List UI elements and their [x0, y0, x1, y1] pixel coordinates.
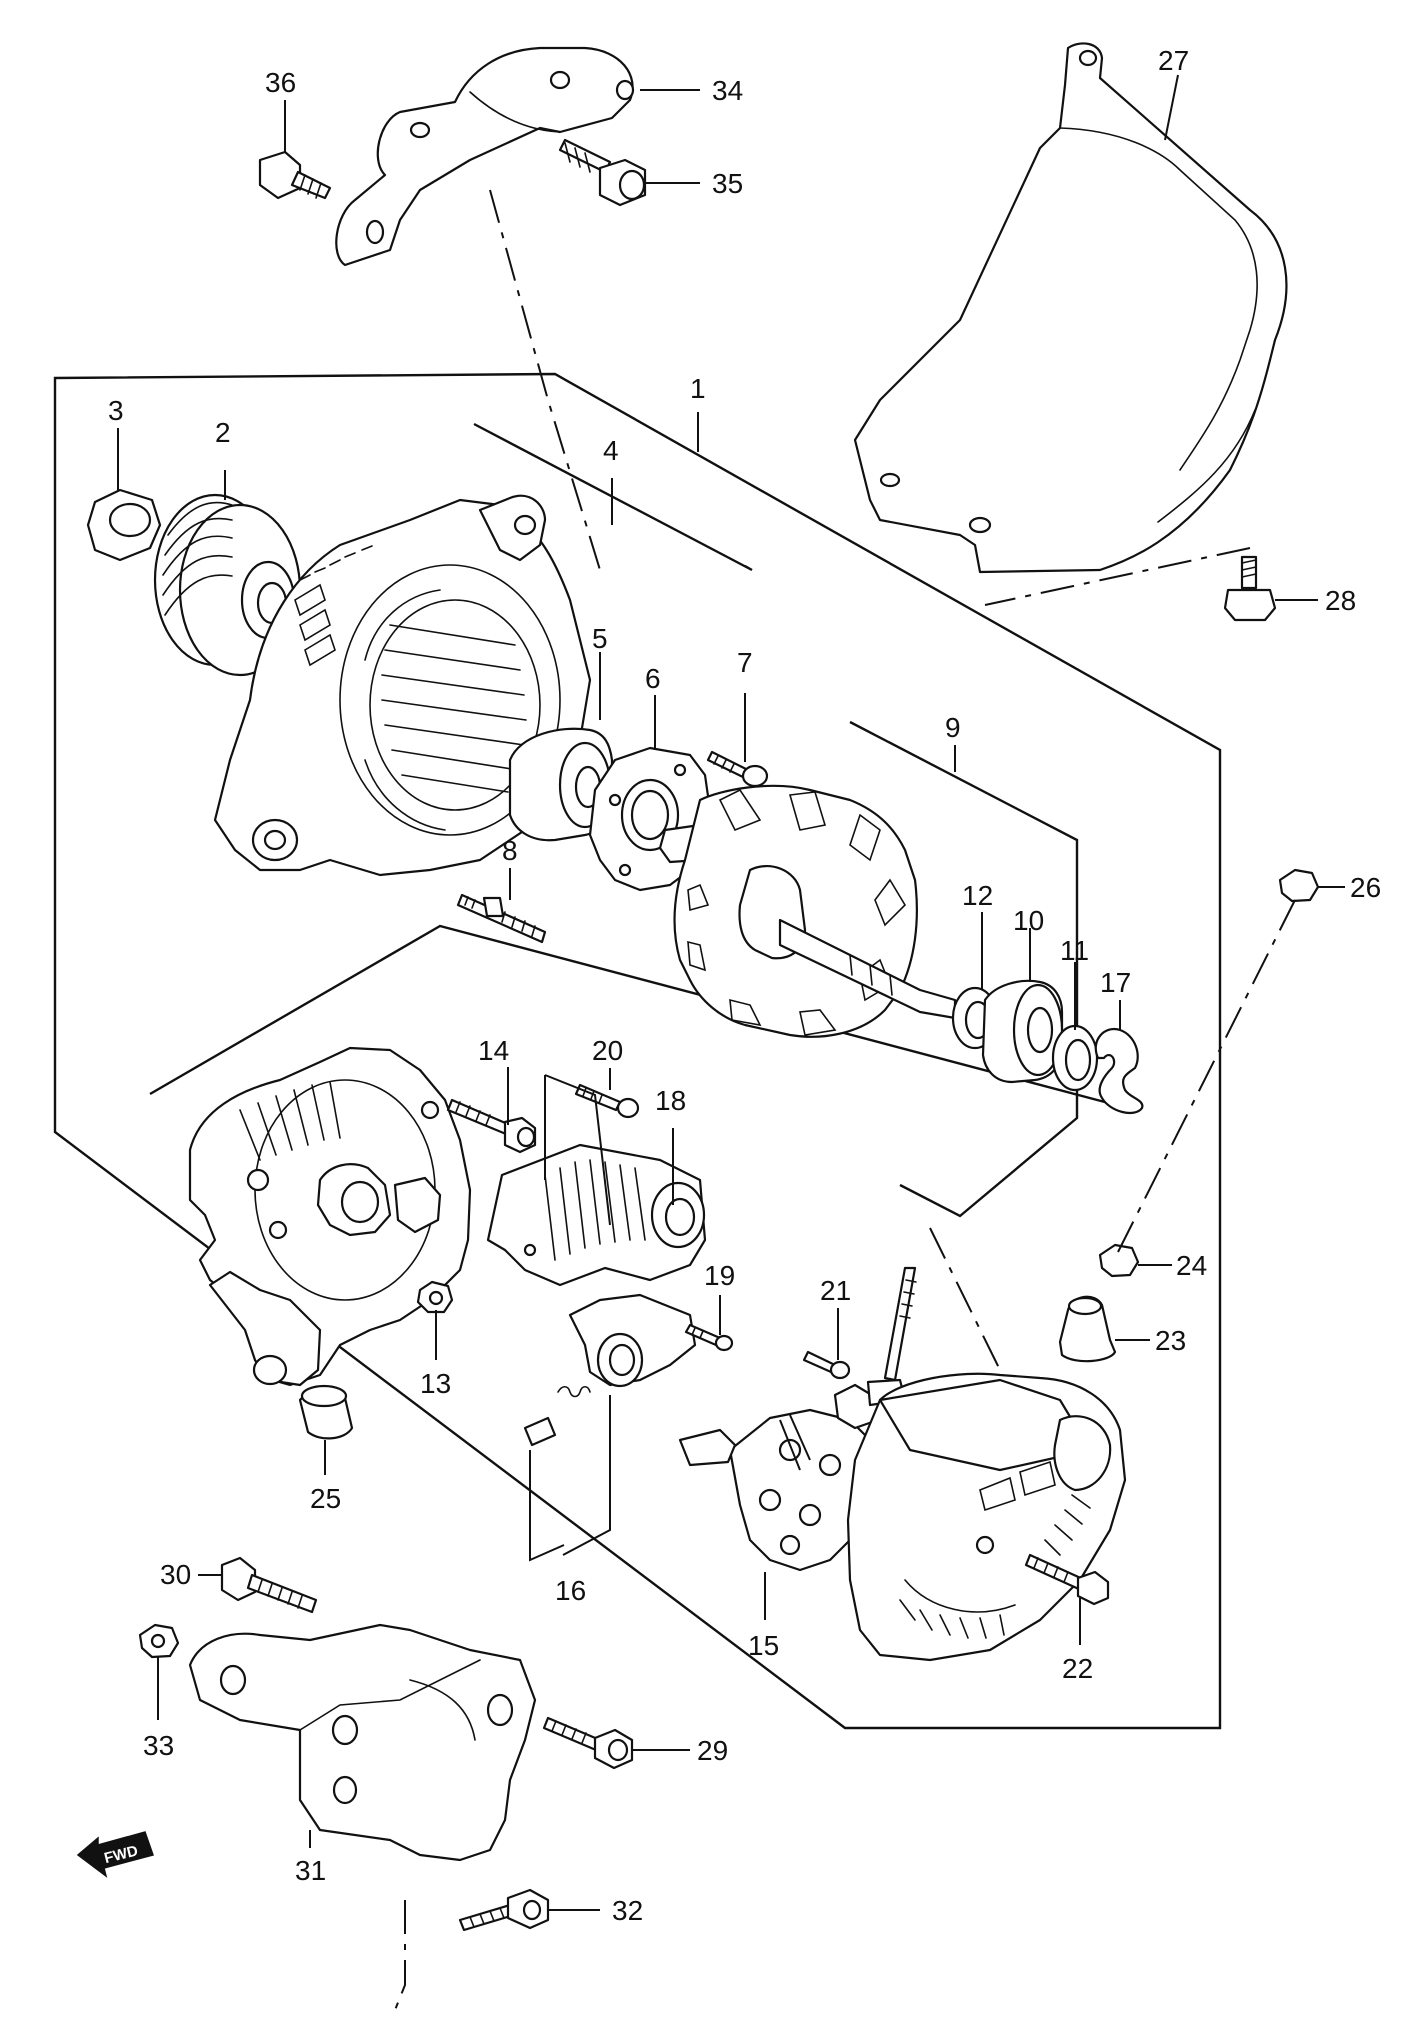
alignment-line — [489, 189, 601, 571]
callout-35: 35 — [712, 168, 743, 199]
rotor-group-frame — [473, 422, 1079, 1218]
nut-33 — [138, 1623, 180, 1659]
callout-18: 18 — [655, 1085, 686, 1116]
callout-19: 19 — [704, 1260, 735, 1291]
callout-10: 10 — [1013, 905, 1044, 936]
nut-13 — [416, 1280, 454, 1314]
callout-23: 23 — [1155, 1325, 1186, 1356]
callout-22: 22 — [1062, 1653, 1093, 1684]
callout-31: 31 — [295, 1855, 326, 1886]
bolt-14 — [446, 1098, 537, 1154]
upper-bracket — [335, 46, 635, 267]
rear-end-frame — [188, 1046, 472, 1387]
callout-36: 36 — [265, 67, 296, 98]
bolt-22 — [1024, 1553, 1110, 1606]
brush-holder — [568, 1293, 697, 1388]
callout-4: 4 — [603, 435, 619, 466]
bolt-35 — [558, 138, 647, 207]
bearing-10 — [981, 979, 1064, 1084]
bolt-29 — [542, 1716, 634, 1770]
lower-bracket-31 — [188, 1623, 537, 1862]
callout-30: 30 — [160, 1559, 191, 1590]
leader-lines — [117, 74, 1345, 1911]
alignment-line — [394, 1900, 406, 2011]
regulator-18 — [486, 1143, 707, 1287]
callout-14: 14 — [478, 1035, 509, 1066]
insulator-23 — [1058, 1295, 1117, 1363]
ring-11 — [1051, 1024, 1099, 1092]
callout-15: 15 — [748, 1630, 779, 1661]
callout-6: 6 — [645, 663, 661, 694]
callout-8: 8 — [502, 835, 518, 866]
callout-21: 21 — [820, 1275, 851, 1306]
callout-32: 32 — [612, 1895, 643, 1926]
bolt-36 — [258, 150, 332, 200]
callout-17: 17 — [1100, 967, 1131, 998]
screw-19 — [684, 1323, 734, 1352]
bracket-16 — [529, 1395, 611, 1562]
rotor-9 — [658, 784, 957, 1038]
callout-16: 16 — [555, 1575, 586, 1606]
drive-end-frame — [213, 494, 592, 877]
callout-25: 25 — [310, 1483, 341, 1514]
brush-spring — [557, 1385, 591, 1398]
bolt-28 — [1223, 555, 1277, 622]
cover-27 — [853, 42, 1288, 574]
callout-26: 26 — [1350, 872, 1381, 903]
callout-2: 2 — [215, 417, 231, 448]
rear-cover — [846, 1372, 1127, 1662]
nut-26 — [1278, 868, 1320, 903]
callout-5: 5 — [592, 623, 608, 654]
alignment-line — [1114, 899, 1296, 1259]
screw-20 — [574, 1083, 640, 1119]
clip-17 — [1094, 1027, 1144, 1115]
stud-8 — [456, 893, 547, 944]
callout-3: 3 — [108, 395, 124, 426]
nut-3 — [86, 488, 162, 562]
nut-24 — [1098, 1243, 1140, 1278]
callout-29: 29 — [697, 1735, 728, 1766]
brush — [523, 1416, 557, 1447]
callout-20: 20 — [592, 1035, 623, 1066]
rear-group-frame — [149, 924, 1136, 1112]
callout-12: 12 — [962, 880, 993, 911]
bushing-25 — [298, 1384, 354, 1440]
screw-21 — [802, 1350, 851, 1380]
callout-13: 13 — [420, 1368, 451, 1399]
callout-33: 33 — [143, 1730, 174, 1761]
screw-7 — [706, 750, 769, 788]
callout-7: 7 — [737, 647, 753, 678]
alignment-line — [984, 547, 1251, 606]
bolt-30 — [220, 1556, 318, 1614]
callout-labels: 1 2 3 4 5 6 7 8 9 10 11 12 13 14 15 16 1… — [108, 45, 1381, 1926]
assembly-frame — [53, 372, 1222, 1730]
bracket-15 — [779, 1414, 811, 1471]
callout-34: 34 — [712, 75, 743, 106]
bolt-32 — [458, 1888, 550, 1932]
alignment-line — [929, 1227, 1001, 1371]
callout-1: 1 — [690, 373, 706, 404]
callout-11: 11 — [1060, 935, 1089, 966]
callout-24: 24 — [1176, 1250, 1207, 1281]
callout-9: 9 — [945, 712, 961, 743]
callout-28: 28 — [1325, 585, 1356, 616]
fwd-direction-arrow: FWD — [76, 1831, 154, 1878]
bracket-18-20 — [544, 1074, 611, 1226]
callout-27: 27 — [1158, 45, 1189, 76]
